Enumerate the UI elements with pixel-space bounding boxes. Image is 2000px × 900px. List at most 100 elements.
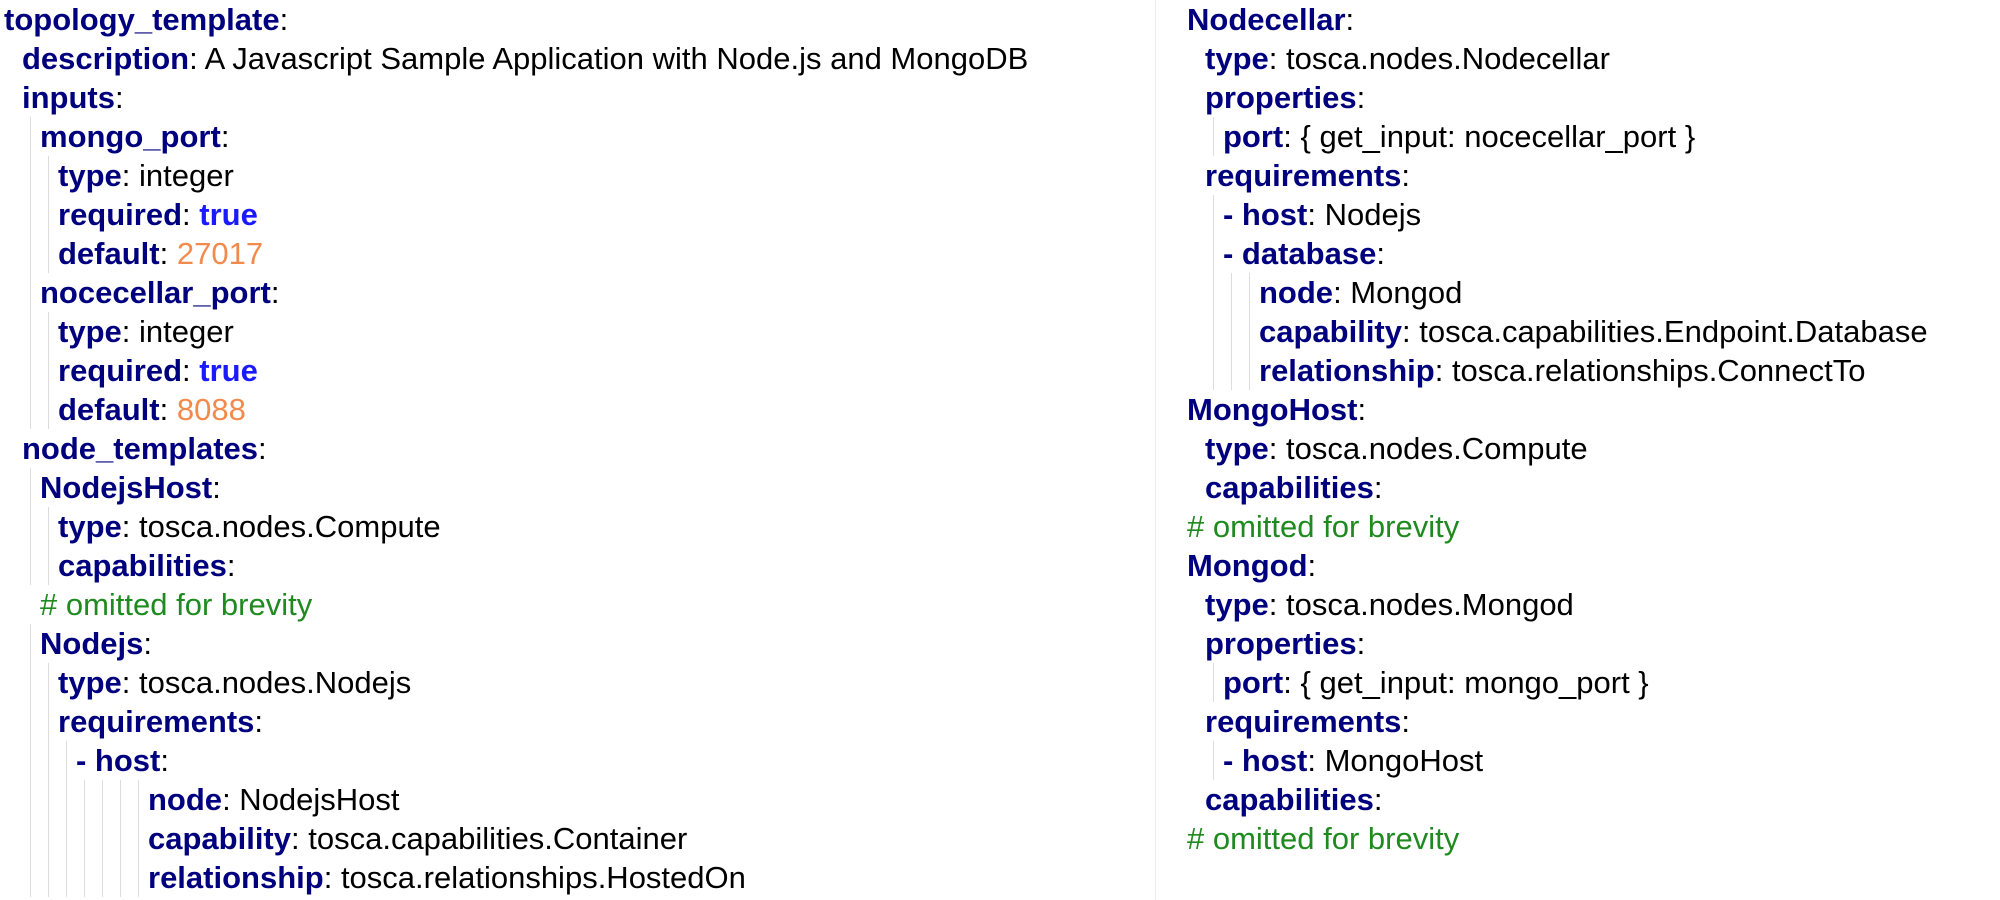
yaml-key: type bbox=[58, 314, 122, 349]
yaml-line: relationship: tosca.relationships.Connec… bbox=[1183, 351, 2000, 390]
yaml-line: required: true bbox=[0, 195, 1155, 234]
yaml-line: # omitted for brevity bbox=[1183, 507, 2000, 546]
yaml-key: requirements bbox=[1205, 704, 1402, 739]
indent-guide bbox=[30, 468, 31, 507]
yaml-line: default: 8088 bbox=[0, 390, 1155, 429]
yaml-line: mongo_port: bbox=[0, 117, 1155, 156]
indent-guide bbox=[1231, 351, 1232, 390]
yaml-colon: : bbox=[323, 860, 333, 895]
yaml-colon: : bbox=[182, 197, 191, 232]
yaml-colon: : bbox=[1402, 314, 1411, 349]
indent-guide bbox=[30, 156, 31, 195]
yaml-key: type bbox=[58, 509, 122, 544]
yaml-colon: : bbox=[1357, 392, 1367, 427]
yaml-value: integer bbox=[130, 158, 234, 193]
indent-guide bbox=[84, 780, 85, 819]
indent-guide bbox=[1231, 312, 1232, 351]
indent-guide bbox=[120, 858, 121, 897]
yaml-colon: : bbox=[291, 821, 300, 856]
yaml-line: description: A Javascript Sample Applica… bbox=[0, 39, 1155, 78]
indent-guide bbox=[30, 546, 31, 585]
yaml-key: properties bbox=[1205, 626, 1357, 661]
yaml-key: capability bbox=[148, 821, 291, 856]
indent-guide bbox=[138, 780, 139, 819]
indent-guide bbox=[48, 546, 49, 585]
yaml-key: relationship bbox=[148, 860, 324, 895]
indent-guide bbox=[48, 819, 49, 858]
yaml-line: node_templates: bbox=[0, 429, 1155, 468]
yaml-line: Mongod: bbox=[1183, 546, 2000, 585]
yaml-colon: : bbox=[1268, 41, 1278, 76]
yaml-value: { get_input: mongo_port } bbox=[1291, 665, 1649, 700]
yaml-key: type bbox=[1205, 431, 1269, 466]
yaml-line: port: { get_input: mongo_port } bbox=[1183, 663, 2000, 702]
yaml-value: A Javascript Sample Application with Nod… bbox=[197, 41, 1029, 76]
yaml-key: mongo_port bbox=[40, 119, 221, 154]
yaml-line: requirements: bbox=[1183, 702, 2000, 741]
yaml-colon: : bbox=[1307, 197, 1316, 232]
indent-guide bbox=[66, 858, 67, 897]
indent-guide bbox=[102, 858, 103, 897]
indent-guide bbox=[48, 663, 49, 702]
yaml-colon: : bbox=[220, 119, 230, 154]
yaml-value: { get_input: nocecellar_port } bbox=[1291, 119, 1696, 154]
yaml-column-left: topology_template:description: A Javascr… bbox=[0, 0, 1156, 900]
yaml-line: MongoHost: bbox=[1183, 390, 2000, 429]
yaml-value: Nodejs bbox=[1316, 197, 1422, 232]
yaml-value: tosca.nodes.Nodecellar bbox=[1277, 41, 1610, 76]
yaml-line: type: tosca.nodes.Mongod bbox=[1183, 585, 2000, 624]
indent-guide bbox=[30, 702, 31, 741]
indent-guide bbox=[138, 858, 139, 897]
yaml-colon: : bbox=[1268, 587, 1278, 622]
yaml-colon: : bbox=[189, 41, 198, 76]
indent-guide bbox=[48, 780, 49, 819]
yaml-value: tosca.relationships.ConnectTo bbox=[1443, 353, 1866, 388]
indent-guide bbox=[1213, 273, 1214, 312]
indent-guide bbox=[48, 156, 49, 195]
yaml-value: 8088 bbox=[168, 392, 246, 427]
yaml-colon: : bbox=[1356, 626, 1366, 661]
yaml-key: - host bbox=[1223, 197, 1308, 232]
indent-guide bbox=[1249, 351, 1250, 390]
yaml-line: type: tosca.nodes.Compute bbox=[0, 507, 1155, 546]
indent-guide bbox=[30, 117, 31, 156]
yaml-key: node_templates bbox=[22, 431, 259, 466]
indent-guide bbox=[30, 351, 31, 390]
yaml-value: true bbox=[190, 353, 258, 388]
indent-guide bbox=[84, 858, 85, 897]
indent-guide bbox=[48, 312, 49, 351]
yaml-key: relationship bbox=[1259, 353, 1435, 388]
yaml-line: type: tosca.nodes.Nodejs bbox=[0, 663, 1155, 702]
yaml-comment: # omitted for brevity bbox=[1187, 821, 1460, 856]
yaml-key: topology_template bbox=[4, 2, 280, 37]
indent-guide bbox=[48, 390, 49, 429]
indent-guide bbox=[66, 780, 67, 819]
yaml-colon: : bbox=[143, 626, 152, 661]
indent-guide bbox=[30, 819, 31, 858]
indent-guide bbox=[30, 234, 31, 273]
indent-guide bbox=[48, 507, 49, 546]
yaml-key: requirements bbox=[58, 704, 255, 739]
yaml-key: type bbox=[58, 158, 122, 193]
yaml-colon: : bbox=[254, 704, 264, 739]
yaml-line: requirements: bbox=[0, 702, 1155, 741]
yaml-value: tosca.nodes.Compute bbox=[130, 509, 441, 544]
yaml-colon: : bbox=[159, 392, 169, 427]
yaml-key: inputs bbox=[22, 80, 115, 115]
indent-guide bbox=[48, 741, 49, 780]
yaml-key: node bbox=[1259, 275, 1334, 310]
yaml-key: type bbox=[1205, 41, 1269, 76]
indent-guide bbox=[84, 819, 85, 858]
yaml-line: NodejsHost: bbox=[0, 468, 1155, 507]
yaml-value: tosca.nodes.Mongod bbox=[1277, 587, 1574, 622]
yaml-colon: : bbox=[115, 80, 124, 115]
indent-guide bbox=[30, 195, 31, 234]
yaml-colon: : bbox=[279, 2, 289, 37]
yaml-value: 27017 bbox=[168, 236, 264, 271]
yaml-colon: : bbox=[1268, 431, 1278, 466]
yaml-value: integer bbox=[130, 314, 234, 349]
indent-guide bbox=[1213, 741, 1214, 780]
indent-guide bbox=[48, 858, 49, 897]
yaml-colon: : bbox=[121, 314, 131, 349]
